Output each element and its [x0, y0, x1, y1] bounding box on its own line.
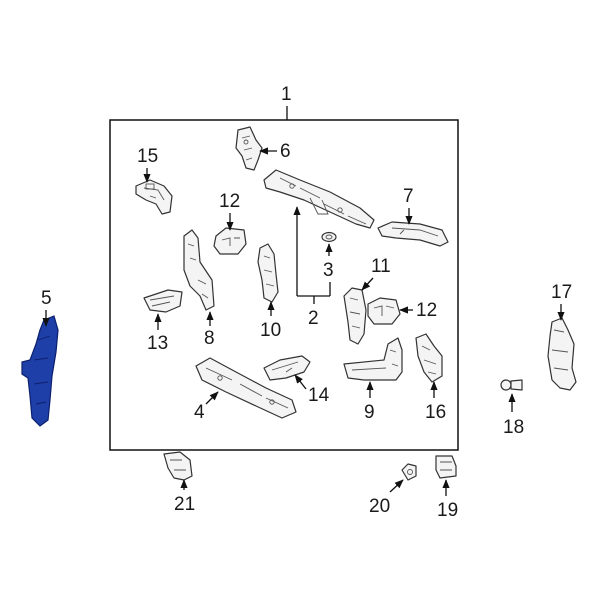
callout-5[interactable]: 5 — [41, 288, 52, 327]
callout-label-14: 14 — [308, 385, 330, 406]
callout-label-15: 15 — [137, 146, 158, 167]
callout-label-21: 21 — [174, 494, 195, 515]
callout-1[interactable]: 1 — [281, 84, 292, 120]
callout-label-4: 4 — [194, 402, 205, 423]
part-9-lower-brace[interactable] — [343, 337, 403, 381]
callout-label-5: 5 — [41, 288, 52, 309]
callout-label-11: 11 — [371, 256, 391, 277]
part-6-bracket[interactable] — [235, 126, 263, 171]
callout-label-10: 10 — [260, 320, 281, 341]
callout-label-9: 9 — [364, 402, 375, 423]
callout-12-lower[interactable]: 12 — [399, 300, 437, 321]
callout-label-8: 8 — [204, 328, 215, 349]
part-15-bracket[interactable] — [135, 179, 173, 215]
part-14-brace[interactable] — [263, 355, 311, 381]
part-20-bolt[interactable] — [401, 463, 417, 481]
callout-15[interactable]: 15 — [137, 146, 158, 183]
callout-label-12-lower: 12 — [416, 300, 437, 321]
callout-12-upper[interactable]: 12 — [219, 191, 240, 231]
callout-13[interactable]: 13 — [147, 313, 168, 354]
callout-20[interactable]: 20 — [369, 479, 404, 517]
callout-7[interactable]: 7 — [403, 186, 414, 225]
part-21-clip[interactable] — [163, 451, 193, 481]
callout-2[interactable]: 2 — [308, 308, 319, 329]
callout-9[interactable]: 9 — [364, 381, 375, 423]
part-12-lower-pad[interactable] — [367, 297, 401, 325]
part-16-bracket[interactable] — [415, 333, 443, 383]
callout-2-leader — [293, 206, 331, 304]
part-12-upper-pad[interactable] — [213, 227, 247, 255]
callout-label-2: 2 — [308, 308, 319, 329]
callout-label-1: 1 — [281, 84, 292, 105]
part-8-support-brace[interactable] — [183, 229, 215, 311]
callout-11[interactable]: 11 — [361, 256, 391, 291]
callout-label-16: 16 — [425, 402, 446, 423]
callout-17[interactable]: 17 — [551, 282, 572, 321]
part-5-highlighted-brace[interactable] — [21, 315, 59, 427]
callout-label-18: 18 — [503, 417, 524, 438]
part-2-upper-support[interactable] — [263, 169, 375, 229]
callout-label-17: 17 — [551, 282, 572, 303]
part-5-shape — [21, 315, 59, 427]
part-11-side-panel[interactable] — [343, 287, 367, 345]
callout-21[interactable]: 21 — [174, 479, 195, 515]
part-4-lower-support[interactable] — [195, 357, 297, 419]
callout-10[interactable]: 10 — [260, 301, 281, 341]
callout-label-6: 6 — [280, 141, 291, 162]
callout-6[interactable]: 6 — [259, 141, 291, 162]
part-19-nut[interactable] — [435, 455, 457, 479]
assembly-frame — [109, 119, 459, 451]
callout-4[interactable]: 4 — [194, 391, 219, 423]
part-17-side-bracket[interactable] — [547, 317, 577, 391]
callout-19[interactable]: 19 — [437, 479, 458, 521]
part-7-extension[interactable] — [377, 221, 449, 247]
part-13-bracket[interactable] — [143, 289, 183, 313]
callout-14[interactable]: 14 — [294, 374, 330, 406]
part-18-bolt[interactable] — [500, 379, 523, 391]
callout-label-13: 13 — [147, 333, 168, 354]
callout-18[interactable]: 18 — [503, 393, 524, 438]
callout-label-12-upper: 12 — [219, 191, 240, 212]
callout-label-20: 20 — [369, 496, 390, 517]
callout-3[interactable]: 3 — [323, 243, 334, 281]
part-3-grommet[interactable] — [321, 231, 337, 243]
callout-label-3: 3 — [323, 260, 334, 281]
callout-16[interactable]: 16 — [425, 381, 446, 423]
callout-label-19: 19 — [437, 500, 458, 521]
callout-8[interactable]: 8 — [204, 311, 215, 349]
part-10-side-member[interactable] — [257, 243, 279, 303]
callout-label-7: 7 — [403, 186, 414, 207]
